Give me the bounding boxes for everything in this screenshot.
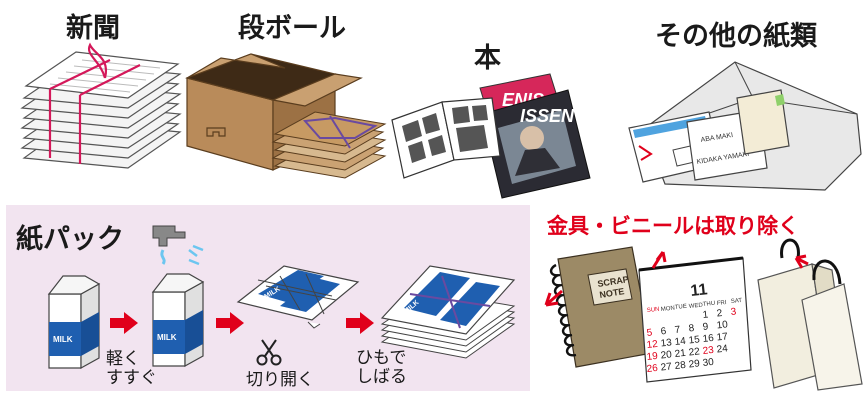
newspaper-label: 新聞 bbox=[66, 13, 120, 44]
step-tie-line1: ひもで bbox=[356, 348, 407, 368]
calendar-weekday-row: SUN MON TUE WED THU FRI SAT bbox=[647, 298, 743, 314]
bundled-cartons-icon: MILK bbox=[380, 265, 516, 359]
milk-carton-text: MILK bbox=[53, 335, 73, 344]
step-tie-label: ひもで しばる bbox=[356, 349, 407, 387]
magazine-front-cover-text: ISSEN bbox=[520, 106, 575, 126]
weekday-fri: FRI bbox=[717, 300, 728, 307]
weekday-tue: TUE bbox=[675, 304, 688, 311]
calendar-day: 7 bbox=[674, 324, 681, 336]
cardboard-label: 段ボール bbox=[238, 13, 346, 44]
arrow-right-icon bbox=[346, 312, 374, 334]
calendar-day: 1 bbox=[702, 309, 709, 321]
calendar-day: 21 bbox=[674, 348, 687, 360]
step-cut-open-label: 切り開く bbox=[246, 370, 314, 390]
cardboard-illustration bbox=[185, 53, 387, 179]
calendar-day: 10 bbox=[716, 319, 729, 331]
arrow-right-icon bbox=[110, 312, 138, 334]
calendar-day: 20 bbox=[660, 349, 673, 361]
newspaper-stack-illustration bbox=[20, 42, 182, 169]
remove-metal-vinyl-notice: 金具・ビニールは取り除く bbox=[547, 214, 799, 238]
calendar-day: 19 bbox=[646, 351, 659, 363]
calendar-day: 23 bbox=[702, 345, 715, 357]
notebook-title-line2: NOTE bbox=[599, 286, 625, 300]
calendar-day: 24 bbox=[716, 343, 729, 355]
calendar-day: 29 bbox=[688, 358, 701, 370]
calendar-month: 11 bbox=[690, 281, 709, 300]
step-rinse-line2: すすぐ bbox=[106, 368, 157, 388]
calendar-day: 16 bbox=[702, 333, 715, 345]
calendar-day: 26 bbox=[646, 363, 659, 375]
books-label: 本 bbox=[474, 43, 501, 74]
rinse-carton-icon: MILK bbox=[151, 225, 205, 368]
books-illustration: ENIS ISSEN bbox=[391, 73, 591, 199]
calendar-day: 30 bbox=[702, 357, 715, 369]
calendar-day: 14 bbox=[674, 336, 687, 348]
calendar-day: 13 bbox=[660, 337, 673, 349]
scissors-icon bbox=[256, 339, 282, 366]
calendar-day: 8 bbox=[688, 323, 695, 335]
paper-bags-icon bbox=[757, 238, 863, 391]
milk-carton-icon: MILK bbox=[47, 275, 101, 370]
calendar-day: 3 bbox=[730, 306, 737, 318]
other-paper-illustration: ABA MAKI KIDAKA YAMAKI bbox=[628, 61, 862, 191]
weekday-wed: WED bbox=[689, 302, 704, 310]
opened-carton-icon: MILK bbox=[236, 265, 360, 329]
weekday-thu: THU bbox=[703, 301, 716, 308]
calendar-day: 9 bbox=[702, 321, 709, 333]
step-rinse-label: 軽く すすぐ bbox=[106, 350, 157, 388]
weekday-mon: MON bbox=[661, 306, 676, 313]
calendar-day: 6 bbox=[660, 326, 667, 338]
calendar-day: 5 bbox=[646, 327, 653, 339]
calendar-day: 28 bbox=[674, 360, 687, 372]
step-rinse-line1: 軽く bbox=[106, 349, 140, 369]
notebook-title-line1: SCRAP bbox=[597, 274, 630, 289]
weekday-sun: SUN bbox=[647, 307, 660, 314]
calendar-day: 27 bbox=[660, 361, 673, 373]
paper-pack-title: 紙パック bbox=[16, 224, 124, 255]
calendar-day: 15 bbox=[688, 334, 701, 346]
step-tie-line2: しばる bbox=[356, 367, 407, 387]
calendar-day: 22 bbox=[688, 346, 701, 358]
other-paper-label: その他の紙類 bbox=[655, 21, 817, 52]
arrow-right-icon bbox=[216, 312, 244, 334]
calendar-day: 2 bbox=[716, 308, 723, 320]
rinse-carton-text: MILK bbox=[157, 333, 177, 342]
calendar-day: 17 bbox=[716, 331, 729, 343]
calendar-day: 12 bbox=[646, 339, 659, 351]
spiral-notebook-icon: SCRAP NOTE bbox=[544, 246, 653, 368]
weekday-sat: SAT bbox=[731, 298, 743, 305]
